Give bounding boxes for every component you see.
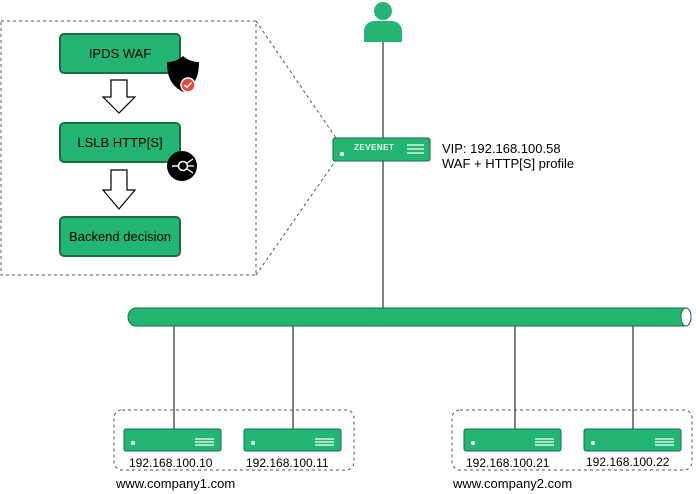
server-icon <box>123 428 222 452</box>
flow-box-waf <box>59 33 181 74</box>
vip-label: VIP: 192.168.100.58 <box>442 141 561 156</box>
flow-frame <box>0 20 257 276</box>
profile-label: WAF + HTTP[S] profile <box>442 156 575 171</box>
flow-box-backend <box>59 216 181 257</box>
server-ip: 192.168.100.11 <box>246 456 329 470</box>
flow-step-waf: IPDS WAF <box>88 46 152 61</box>
load-balancer-appliance <box>332 137 431 162</box>
arrow-down-icon <box>101 79 137 114</box>
server-icon <box>463 428 562 452</box>
flow-box-lslb <box>59 122 181 163</box>
domain-label-company1: www.company1.com <box>116 476 236 491</box>
zoom-line-bottom <box>255 159 337 276</box>
flow-step-lslb: LSLB HTTP[S] <box>77 135 163 150</box>
server-ip: 192.168.100.21 <box>466 456 550 470</box>
balance-icon <box>167 151 197 181</box>
group-frame-company2 <box>451 409 693 471</box>
shield-check-icon <box>167 56 199 93</box>
network-bus <box>127 307 692 327</box>
lb-brand: ZEVENET <box>354 143 395 152</box>
group-frame-company1 <box>113 409 355 471</box>
server-ip: 192.168.100.22 <box>586 455 670 469</box>
arrow-down-icon <box>101 169 137 210</box>
server-icon <box>243 428 342 452</box>
server-icon <box>583 428 682 452</box>
zoom-line-top <box>255 20 337 139</box>
flow-step-backend: Backend decision <box>69 229 171 244</box>
server-ip: 192.168.100.10 <box>129 456 213 470</box>
user-icon <box>364 2 402 42</box>
domain-label-company2: www.company2.com <box>453 476 573 491</box>
